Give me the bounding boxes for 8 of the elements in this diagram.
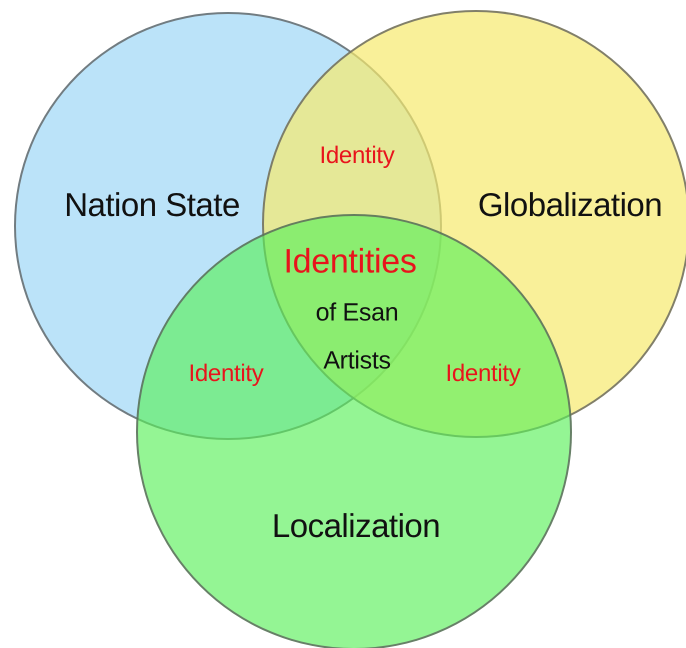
circle-label: Nation State — [64, 186, 240, 224]
center-subtitle: of Esan Artists — [314, 298, 400, 376]
region-label: Identity — [188, 359, 264, 390]
region-label: Identity — [318, 141, 396, 172]
region-label: Identity — [444, 359, 522, 390]
circle-label: Localization — [272, 507, 440, 545]
circle-label: Globalization — [478, 186, 662, 224]
center-title: Identities — [282, 242, 418, 283]
